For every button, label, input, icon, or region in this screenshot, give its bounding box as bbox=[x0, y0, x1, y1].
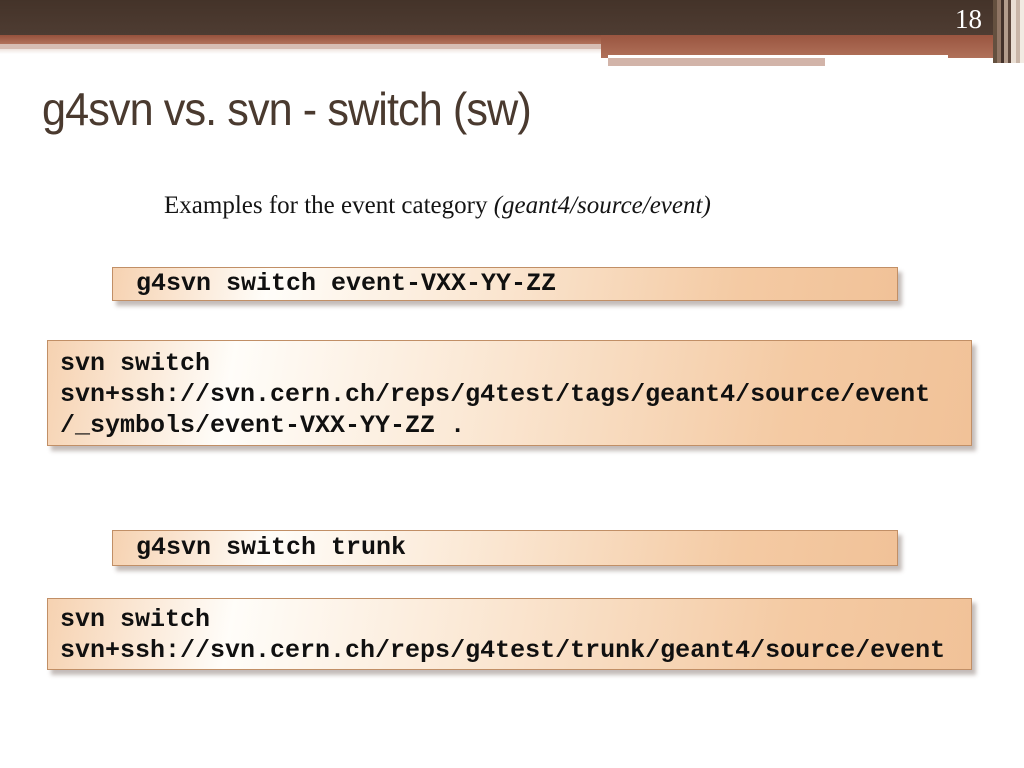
corner-stripe bbox=[997, 0, 1001, 63]
corner-stripe bbox=[1016, 0, 1020, 63]
header-dark-band bbox=[0, 0, 1024, 35]
code-box-svn-switch-tag: svn switch svn+ssh://svn.cern.ch/reps/g4… bbox=[47, 340, 972, 446]
code-line: svn switch bbox=[60, 605, 211, 634]
code-line: /_symbols/event-VXX-YY-ZZ . bbox=[60, 411, 466, 440]
header-white-accent-line bbox=[608, 55, 948, 58]
code-line: svn switch bbox=[60, 349, 211, 378]
slide-subtitle: Examples for the event category (geant4/… bbox=[164, 192, 711, 220]
header-pink-fade-band bbox=[0, 49, 1024, 54]
code-box-g4svn-switch-tag: g4svn switch event-VXX-YY-ZZ bbox=[112, 267, 898, 301]
corner-stripe bbox=[1008, 0, 1011, 63]
code-line: svn+ssh://svn.cern.ch/reps/g4test/tags/g… bbox=[60, 380, 931, 409]
code-box-svn-switch-trunk: svn switch svn+ssh://svn.cern.ch/reps/g4… bbox=[47, 598, 972, 670]
slide-title: g4svn vs. svn - switch (sw) bbox=[42, 83, 532, 135]
corner-stripe bbox=[1004, 0, 1008, 63]
header-pink-band bbox=[0, 44, 1024, 49]
subtitle-italic-text: (geant4/source/event) bbox=[493, 192, 711, 219]
corner-stripe bbox=[1011, 0, 1016, 63]
header-pink-bar-right bbox=[608, 58, 825, 66]
page-number: 18 bbox=[955, 4, 982, 34]
corner-stripe bbox=[993, 0, 997, 63]
header-rust-block-right bbox=[601, 35, 1024, 58]
code-line: g4svn switch trunk bbox=[136, 533, 407, 562]
corner-stripe bbox=[1020, 0, 1024, 63]
subtitle-regular-text: Examples for the event category bbox=[164, 192, 494, 219]
header-rust-band bbox=[0, 35, 1024, 44]
corner-vertical-stripes bbox=[993, 0, 1024, 63]
code-box-g4svn-switch-trunk: g4svn switch trunk bbox=[112, 530, 898, 566]
corner-stripe bbox=[1001, 0, 1004, 63]
code-line: g4svn switch event-VXX-YY-ZZ bbox=[136, 269, 557, 298]
code-line: svn+ssh://svn.cern.ch/reps/g4test/trunk/… bbox=[60, 636, 946, 665]
